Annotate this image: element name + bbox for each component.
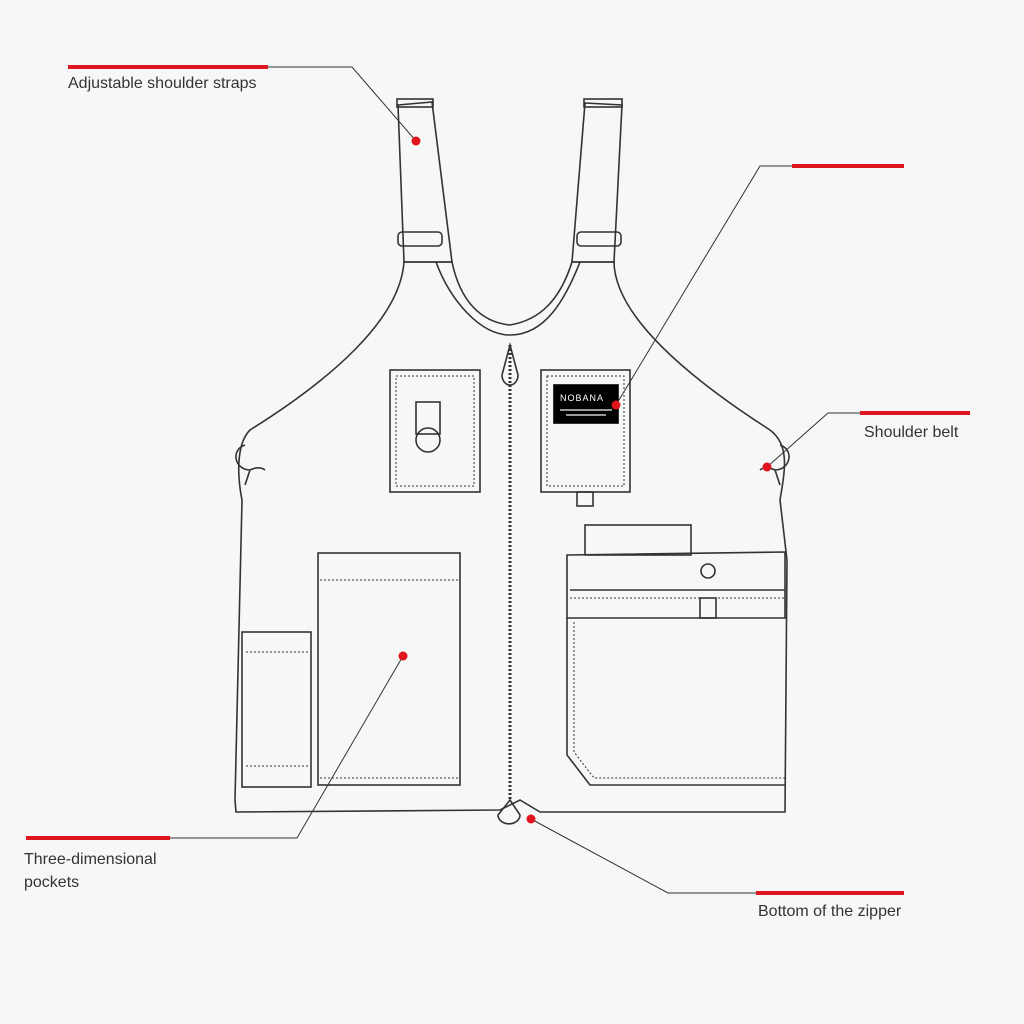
accent-bars — [26, 65, 970, 895]
left-small-pocket — [241, 631, 312, 788]
label-shoulder-belt: Shoulder belt — [864, 424, 959, 441]
left-chest-pocket — [389, 369, 481, 493]
label-pockets-line1: Three-dimensional — [24, 851, 157, 868]
callout-lines — [170, 66, 860, 894]
vest-outline — [234, 261, 788, 813]
brand-logo-text: NOBANA — [560, 393, 604, 403]
brand-patch — [553, 384, 619, 424]
right-large-pocket — [566, 524, 786, 786]
right-chest-pocket: NOBANA — [540, 369, 631, 507]
right-strap — [571, 98, 623, 263]
left-large-pocket — [317, 552, 461, 786]
label-zipper-bottom: Bottom of the zipper — [758, 903, 902, 920]
label-shoulder-straps: Adjustable shoulder straps — [68, 75, 257, 92]
left-strap — [396, 98, 453, 263]
callout-dots — [398, 136, 772, 824]
label-pockets-line2: pockets — [24, 874, 80, 891]
